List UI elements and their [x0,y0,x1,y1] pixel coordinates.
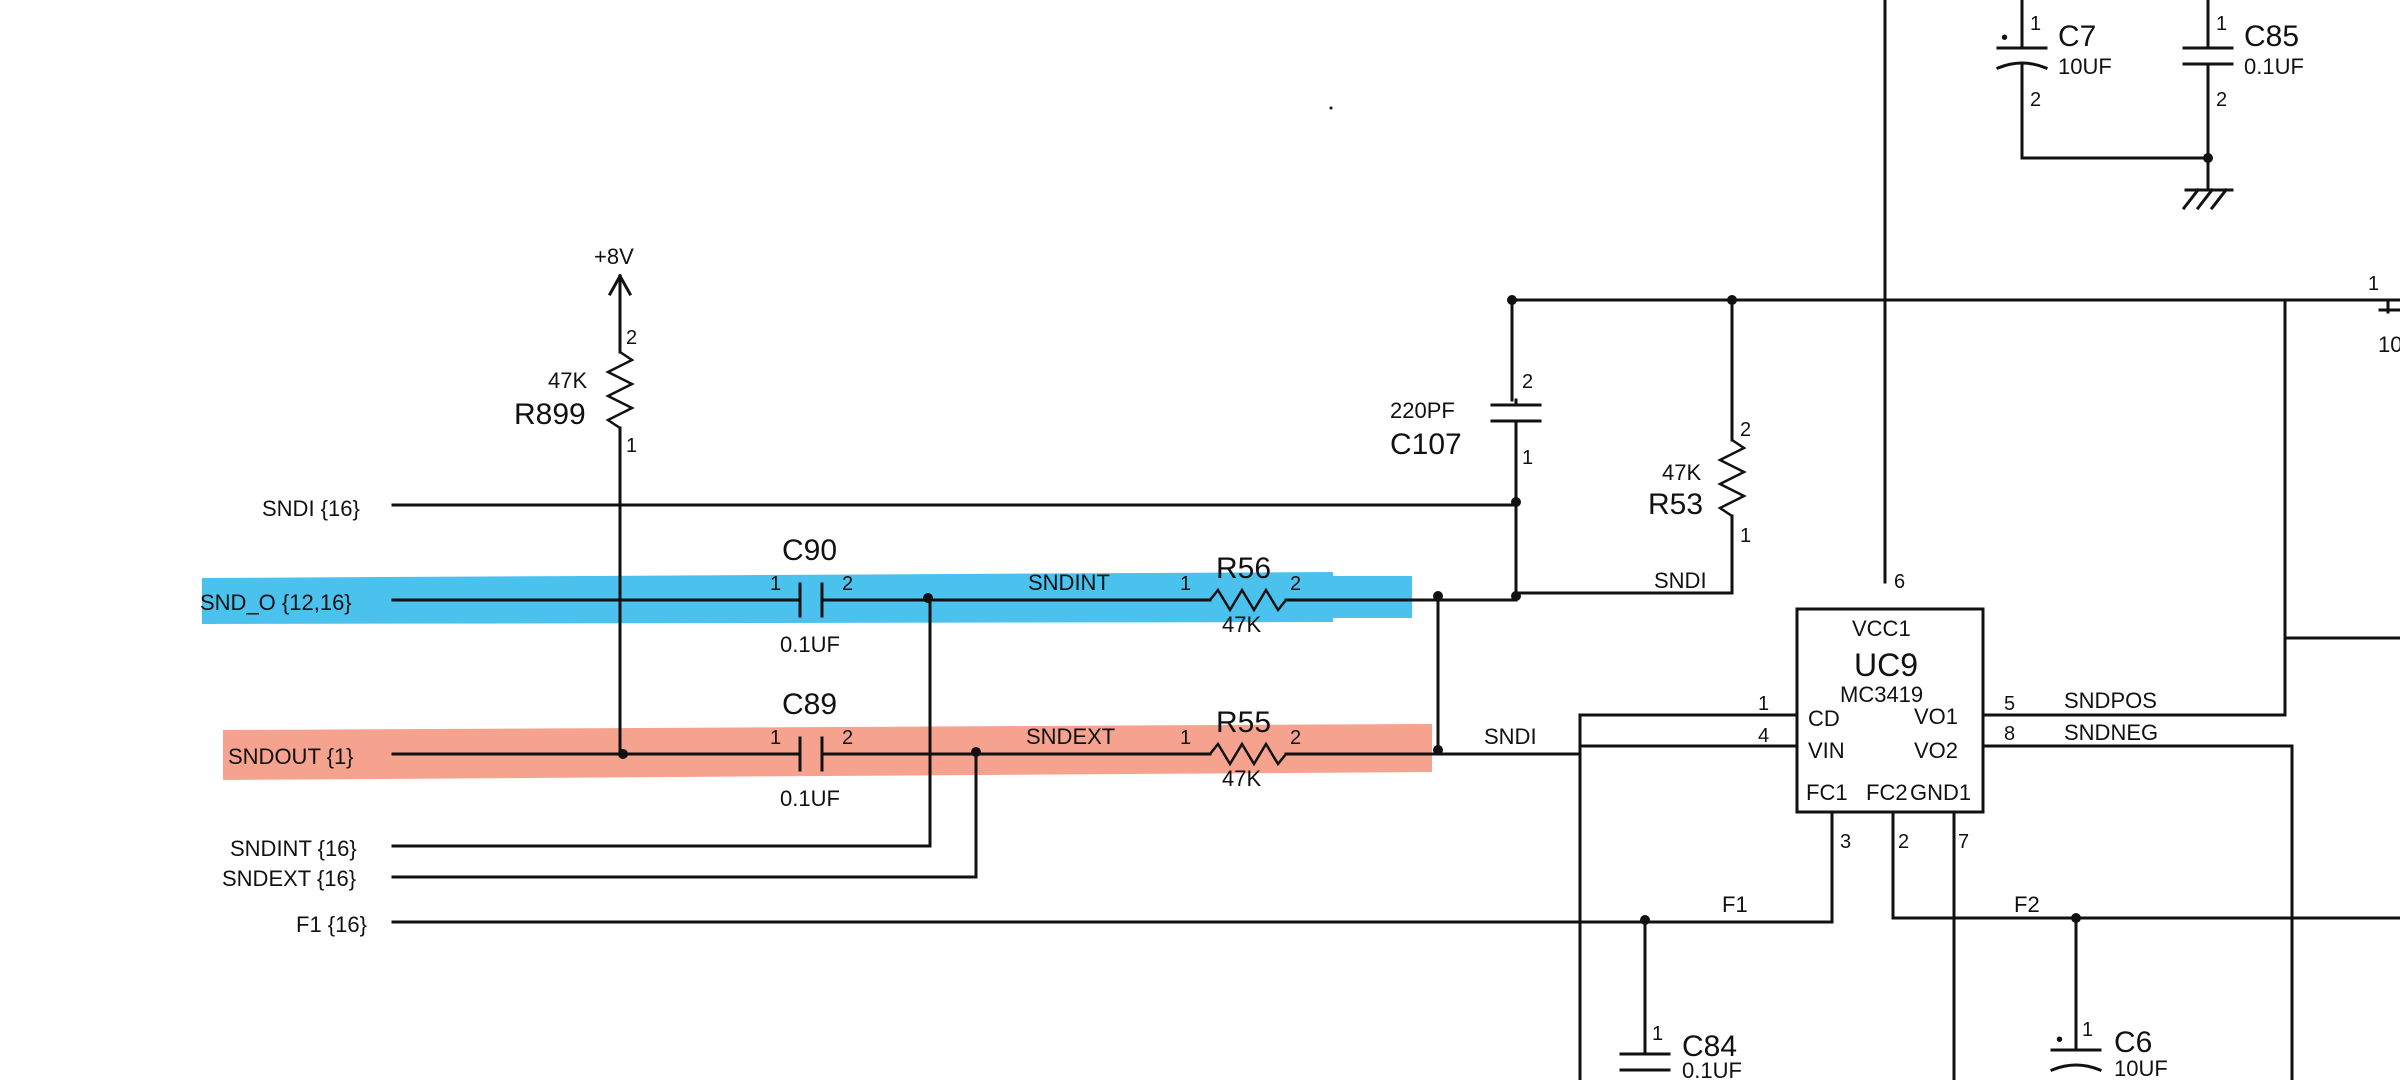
r56-value: 47K [1222,612,1261,637]
r55-ref: R55 [1216,706,1271,739]
c84-pin1: 1 [1652,1023,1663,1045]
edge-cap-value: 10 [2378,332,2400,357]
c107-pin1: 1 [1522,447,1533,469]
r899-pin2: 2 [626,327,637,349]
r53-ref: R53 [1648,488,1703,521]
top-rail [1510,0,2400,717]
uc9-ic: VCC1 UC9 MC3419 CD VIN VO1 VO2 FC1 FC2 G… [1578,571,2400,1080]
ic-pin-gnd1: GND1 [1910,780,1971,805]
sndout-line: SNDOUT {1} C89 1 2 0.1UF SNDEXT 1 R55 2 … [228,594,1582,811]
c90-pin2: 2 [842,573,853,595]
c107-ref: C107 [1390,428,1462,461]
net-sndi-mid: SNDI [1484,724,1537,749]
r899-pin1: 1 [626,435,637,457]
ic-pin-vo1: VO1 [1914,704,1958,729]
port-snd-o: SND_O {12,16} [200,590,352,615]
c90-ref: C90 [782,534,837,567]
port-sndi: SNDI {16} [262,496,360,521]
edge-capacitor: 1 10 [2368,273,2400,357]
ic-num-vcc1: 6 [1894,571,1905,593]
r53-pin1: 1 [1740,525,1751,547]
r55-pin1: 1 [1180,727,1191,749]
r55-pin2: 2 [1290,727,1301,749]
c85-capacitor: 1 2 C85 0.1UF [2181,0,2304,211]
c107-value: 220PF [1390,398,1455,423]
c90-pin1: 1 [770,573,781,595]
ic-num-cd: 1 [1758,693,1769,715]
c7-value: 10UF [2058,54,2112,79]
c84-capacitor: 1 C84 0.1UF [1619,915,1742,1080]
stray-dot [1329,106,1333,110]
sndi-line: SNDI {16} [262,496,1518,521]
net-sndpos: SNDPOS [2064,688,2157,713]
ic-num-vo2: 8 [2004,723,2015,745]
r53-value: 47K [1662,460,1701,485]
r53-pin2: 2 [1740,419,1751,441]
net-f1: F1 [1722,892,1748,917]
r56-pin1: 1 [1180,573,1191,595]
c7-pin2: 2 [2030,89,2041,111]
ic-pin-vo2: VO2 [1914,738,1958,763]
ic-ref: UC9 [1854,647,1918,683]
r53-resistor: 2 1 47K R53 SNDI [1514,295,1751,595]
c6-polarity-mark: • [2056,1029,2063,1051]
r55-value: 47K [1222,766,1261,791]
c85-pin2: 2 [2216,89,2227,111]
c6-capacitor: • 1 C6 10UF [2050,913,2168,1080]
snd-o-line: SND_O {12,16} C90 1 2 0.1UF SNDINT 1 R56… [200,534,1521,657]
ic-pin-fc2: FC2 [1866,780,1908,805]
net-sndext: SNDEXT [1026,724,1115,749]
net-f2: F2 [2014,892,2040,917]
ic-num-fc1: 3 [1840,831,1851,853]
port-f1: F1 {16} [296,912,367,937]
lower-ports: SNDINT {16} SNDEXT {16} F1 {16} F1 [222,598,1834,937]
port-sndout: SNDOUT {1} [228,744,354,769]
c107-pin2: 2 [1522,371,1533,393]
c7-ref: C7 [2058,20,2096,53]
c85-value: 0.1UF [2244,54,2304,79]
c7-capacitor: • 1 2 C7 10UF [1996,0,2210,160]
snd-o-highlight [202,572,1412,624]
r899-ref: R899 [514,398,586,431]
c84-value: 0.1UF [1682,1058,1742,1080]
net-sndint: SNDINT [1028,570,1110,595]
ic-num-fc2: 2 [1898,831,1909,853]
sndout-highlight [223,724,1432,780]
c89-pin1: 1 [770,727,781,749]
c89-pin2: 2 [842,727,853,749]
c7-pin1: 1 [2030,13,2041,35]
c89-value: 0.1UF [780,786,840,811]
ic-pin-vin: VIN [1808,738,1845,763]
ic-pin-vcc1: VCC1 [1852,616,1911,641]
c6-ref: C6 [2114,1026,2152,1059]
c84-ref: C84 [1682,1030,1737,1063]
net-sndneg: SNDNEG [2064,720,2158,745]
c6-pin1: 1 [2082,1019,2093,1041]
c89-ref: C89 [782,688,837,721]
c7-polarity-mark: • [2001,27,2008,49]
port-sndint: SNDINT {16} [230,836,357,861]
port-sndext: SNDEXT {16} [222,866,356,891]
ic-num-gnd1: 7 [1958,831,1969,853]
ic-part: MC3419 [1840,682,1923,707]
ic-num-vin: 4 [1758,725,1769,747]
r899-value: 47K [548,368,587,393]
c90-value: 0.1UF [780,632,840,657]
c107-capacitor: 2 1 220PF C107 [1390,295,1542,598]
plus8v-label: +8V [594,244,634,269]
ic-num-vo1: 5 [2004,693,2015,715]
c6-value: 10UF [2114,1056,2168,1080]
edge-cap-pin1: 1 [2368,273,2379,295]
c85-pin1: 1 [2216,13,2227,35]
ic-pin-cd: CD [1808,706,1840,731]
net-sndi-top: SNDI [1654,568,1707,593]
r56-pin2: 2 [1290,573,1301,595]
r56-ref: R56 [1216,552,1271,585]
r899-resistor: +8V 2 1 47K R899 [514,244,637,754]
c85-ref: C85 [2244,20,2299,53]
ic-pin-fc1: FC1 [1806,780,1848,805]
